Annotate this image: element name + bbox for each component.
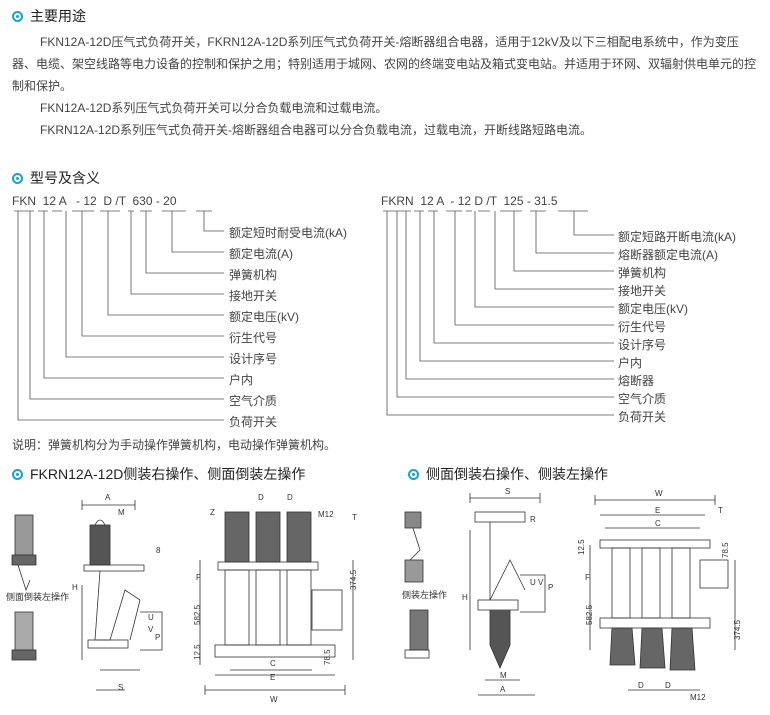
right-meaning-4: 接地开关 [618, 284, 667, 298]
right-meaning-11: 负荷开关 [618, 410, 667, 424]
left-meaning-8: 户内 [229, 373, 254, 387]
dim-W-right: W [655, 489, 663, 498]
circle-bullet-icon [408, 468, 419, 480]
dim-D1-right: D [638, 681, 644, 690]
mechanism-note: 说明：弹簧机构分为手动操作弹簧机构，电动操作弹簧机构。 [12, 438, 337, 452]
left-meaning-2: 额定电流(A) [229, 247, 293, 261]
right-small-caption: 侧装左操作 [402, 589, 447, 600]
dim-A-right: A [500, 685, 506, 694]
left-meaning-4: 接地开关 [229, 289, 278, 303]
dim-582-left: 582.5 [193, 604, 202, 625]
dim-582-right: 582.5 [585, 604, 594, 625]
dim-E-right: E [655, 506, 660, 515]
dim-78-left: 78.5 [323, 649, 332, 665]
dim-M12-left: M12 [318, 510, 334, 519]
section-title-text: FKRN12A-12D侧装右操作、侧面倒装左操作 [30, 466, 306, 482]
dim-D1-left: D [258, 493, 264, 502]
circle-bullet-icon [12, 468, 23, 480]
usage-paragraph-1: FKN12A-12D压气式负荷开关，FKRN12A-12D系列压气式负荷开关-熔… [12, 35, 757, 93]
dim-S-left: S [118, 683, 123, 692]
left-meaning-6: 衍生代号 [229, 331, 278, 345]
dim-V-right: V [538, 578, 544, 587]
right-meaning-9: 熔断器 [618, 374, 655, 388]
right-code-leaders [383, 210, 614, 416]
usage-paragraph-3: FKRN12A-12D系列压气式负荷开关-熔断器组合电器可以分合负载电流，过载电… [40, 123, 593, 137]
dim-12-right: 12.5 [577, 539, 586, 555]
circle-bullet-icon [12, 172, 23, 184]
right-meaning-5: 额定电压(kV) [618, 302, 688, 316]
section-model-title: 型号及含义 [12, 168, 100, 188]
section-title-text: 型号及含义 [30, 170, 100, 186]
dim-C-right: C [655, 519, 661, 528]
dim-U-left: U [148, 613, 154, 622]
right-meaning-3: 弹簧机构 [618, 266, 667, 280]
left-code-leaders [14, 210, 224, 421]
dim-P-left: P [155, 633, 160, 642]
dim-H-right: H [462, 593, 468, 602]
dim-R-right: R [530, 515, 536, 524]
left-meaning-5: 额定电压(kV) [229, 310, 299, 324]
dim-S-right: S [505, 487, 510, 496]
dim-Z-left: Z [210, 508, 215, 517]
usage-paragraph-2: FKN12A-12D系列压气式负荷开关可以分合负载电流和过载电流。 [40, 101, 388, 115]
dim-V-left: V [148, 625, 154, 634]
dim-M-left: M [118, 508, 125, 517]
section-title-text: 主要用途 [30, 8, 86, 24]
right-meaning-7: 设计序号 [618, 338, 667, 352]
left-meaning-10: 负荷开关 [229, 415, 278, 429]
dim-U-right: U [530, 578, 536, 587]
dim-W-left: W [270, 695, 278, 704]
left-model-code: FKN 12 A - 12 D /T 630 - 20 [12, 194, 177, 208]
left-meaning-1: 额定短时耐受电流(kA) [229, 226, 347, 240]
right-model-code: FKRN 12 A - 12 D /T 125 - 31.5 [381, 194, 558, 208]
section-title-text: 侧面倒装右操作、侧装左操作 [426, 466, 608, 482]
dim-F-left: F [196, 573, 201, 582]
dim-E-left: E [270, 673, 275, 682]
left-meaning-9: 空气介质 [229, 394, 278, 408]
dim-374-right: 374.5 [733, 619, 742, 640]
usage-paragraphs: FKN12A-12D压气式负荷开关，FKRN12A-12D系列压气式负荷开关-熔… [12, 31, 762, 141]
right-meaning-6: 衍生代号 [618, 320, 667, 334]
circle-bullet-icon [12, 10, 23, 22]
right-meaning-8: 户内 [618, 356, 643, 370]
dim-12-left: 12.5 [193, 644, 202, 660]
dim-F-right: F [585, 573, 590, 582]
dim-D2-right: D [665, 681, 671, 690]
dim-T-left: T [352, 513, 357, 522]
left-small-diagram [11, 514, 37, 661]
left-side-view [81, 500, 163, 691]
dim-8-left: 8 [156, 546, 161, 555]
dim-374-left: 374.5 [349, 569, 358, 590]
right-front-view [589, 495, 736, 691]
dim-M-right: M [500, 671, 507, 680]
dim-78-right: 78.5 [721, 542, 730, 558]
right-side-view [469, 493, 546, 696]
dim-C-left: C [270, 659, 276, 668]
section-usage-title: 主要用途 [12, 6, 86, 26]
right-meaning-1: 额定短路开断电流(kA) [618, 230, 736, 244]
right-meaning-2: 熔断器额定电流(A) [618, 248, 718, 262]
dim-A-left: A [105, 493, 111, 502]
left-small-caption: 侧面倒装左操作 [6, 591, 69, 602]
section-side-mount-1-title: FKRN12A-12D侧装右操作、侧面倒装左操作 [12, 464, 305, 484]
dim-M12-right: M12 [690, 693, 706, 702]
dim-T-right: T [718, 506, 723, 515]
section-side-mount-2-title: 侧面倒装右操作、侧装左操作 [408, 464, 608, 484]
left-meaning-7: 设计序号 [229, 352, 278, 366]
left-front-view [199, 511, 354, 695]
dim-P-right: P [548, 583, 553, 592]
dim-H-left: H [72, 583, 78, 592]
right-small-diagram [404, 511, 430, 659]
right-meaning-10: 空气介质 [618, 392, 667, 406]
left-meaning-3: 弹簧机构 [229, 268, 278, 282]
dim-D2-left: D [287, 493, 293, 502]
